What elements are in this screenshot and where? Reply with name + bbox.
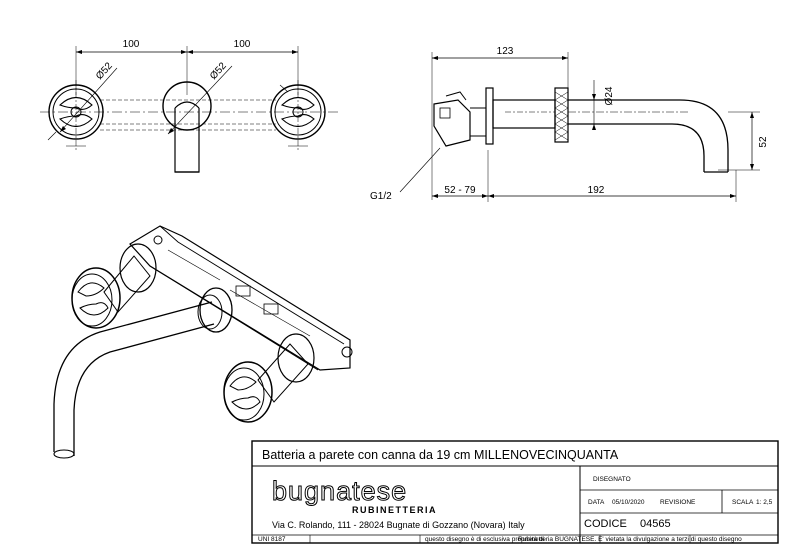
isometric-view — [53, 225, 353, 459]
disclaimer-left: questo disegno è di esclusiva proprietà … — [425, 536, 544, 543]
code-label: CODICE — [584, 518, 627, 530]
knurl-pattern — [554, 91, 569, 141]
left-handle-front — [48, 84, 104, 140]
company-address: Via C. Rolando, 111 - 28024 Bugnate di G… — [272, 520, 525, 530]
brand-logo: bugnatese — [272, 476, 407, 506]
front-view — [40, 46, 340, 173]
disegnato-label: DISEGNATO — [593, 476, 631, 483]
code-value: 04565 — [640, 518, 671, 530]
date-value: 05/10/2020 — [612, 499, 645, 506]
disclaimer-mid: Rubinetteria BUGNATESE. E' vietata la di… — [518, 536, 742, 543]
dim-side-depth: 123 — [497, 46, 514, 57]
brand-subtitle: RUBINETTERIA — [352, 505, 437, 515]
side-view — [399, 52, 760, 202]
dim-spout-drop: 52 — [758, 136, 769, 148]
revision-label: REVISIONE — [660, 499, 696, 506]
uni-standard: UNI 8187 — [258, 536, 286, 543]
dim-spout-length: 192 — [588, 185, 605, 196]
scale-value: 1: 2,5 — [756, 499, 773, 506]
dim-thread: G1/2 — [370, 191, 392, 202]
dim-top-right: 100 — [234, 39, 251, 50]
scale-label: SCALA — [732, 499, 754, 506]
dim-body-range: 52 - 79 — [444, 185, 476, 196]
date-label: DATA — [588, 499, 605, 506]
dim-diameter-left: Ø52 — [94, 60, 115, 82]
dim-top-left: 100 — [123, 39, 140, 50]
center-spout-front — [162, 81, 212, 173]
title-block — [251, 440, 779, 544]
drawing-title: Batteria a parete con canna da 19 cm MIL… — [262, 448, 619, 462]
dim-diameter-center: Ø52 — [208, 60, 229, 82]
dim-spout-diameter: Ø24 — [604, 86, 615, 105]
right-handle-front — [270, 84, 326, 140]
